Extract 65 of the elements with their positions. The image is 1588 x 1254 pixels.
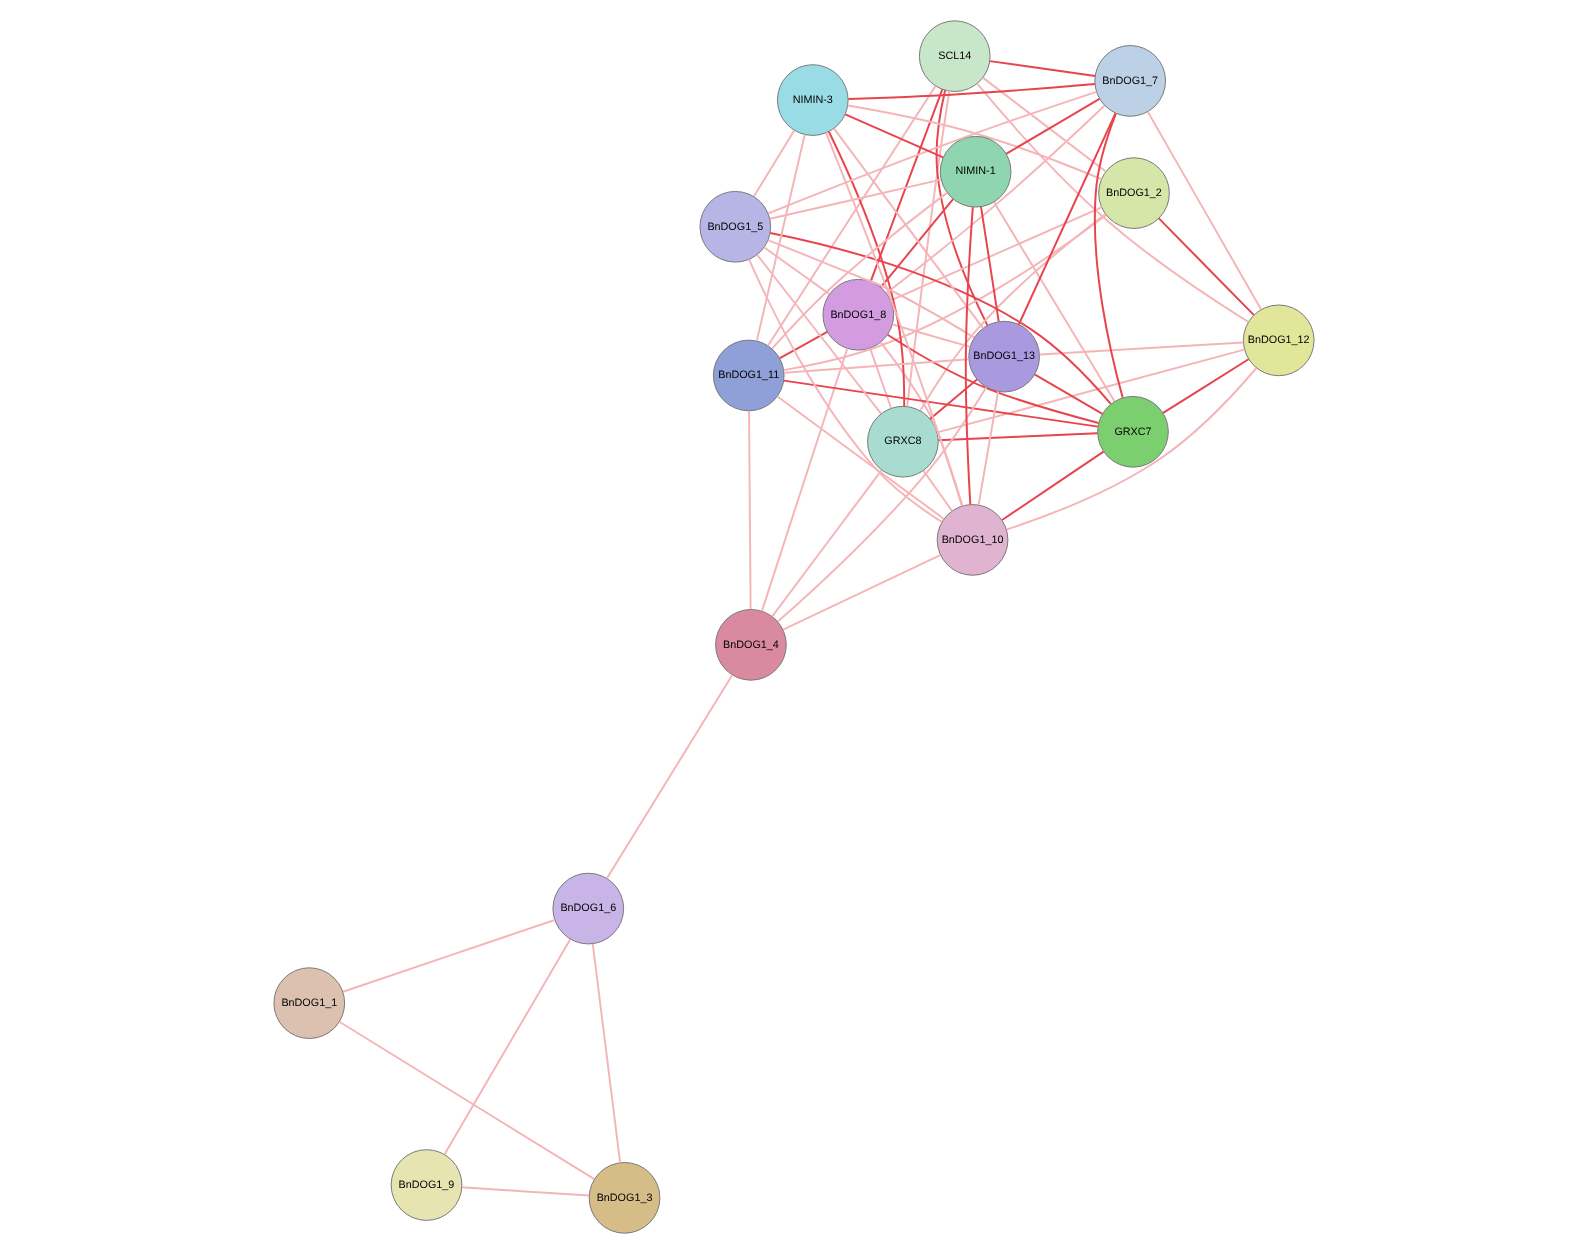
- connector: [771, 191, 948, 350]
- connector: [460, 1186, 591, 1197]
- connector: [982, 76, 1107, 173]
- connector: [825, 132, 964, 508]
- connector: [937, 432, 1099, 442]
- connector: [1005, 97, 1101, 155]
- connector: [886, 333, 1100, 424]
- connector: [964, 206, 974, 506]
- connector: [338, 1020, 596, 1181]
- connector: [929, 378, 978, 420]
- connector: [844, 113, 945, 159]
- connector: [782, 214, 1107, 372]
- connector: [879, 341, 964, 507]
- connector: [922, 469, 953, 512]
- connector: [782, 554, 942, 631]
- connector: [342, 919, 556, 993]
- connector: [755, 133, 806, 342]
- connector: [1005, 367, 1258, 531]
- connector: [443, 938, 572, 1156]
- connector: [936, 348, 1246, 434]
- connector: [1093, 112, 1124, 399]
- connector: [827, 130, 906, 408]
- connector: [935, 89, 989, 327]
- connector: [906, 90, 951, 408]
- connector: [767, 84, 937, 347]
- connector: [1157, 217, 1255, 316]
- connector: [763, 246, 831, 296]
- connector: [1034, 373, 1104, 415]
- connector: [760, 347, 849, 613]
- connector: [891, 323, 972, 348]
- connector: [606, 674, 734, 880]
- connector: [771, 469, 883, 618]
- connector: [976, 82, 1250, 323]
- connector: [748, 410, 752, 611]
- connector: [919, 213, 1107, 412]
- connector: [890, 206, 1103, 302]
- connector: [767, 90, 1098, 215]
- connector: [980, 205, 1000, 323]
- connector: [782, 379, 1099, 428]
- connector: [885, 104, 1106, 295]
- connector: [769, 231, 1112, 405]
- connector: [1038, 341, 1245, 356]
- connector: [778, 331, 829, 360]
- connector: [1146, 110, 1263, 311]
- connector: [591, 943, 622, 1164]
- connector: [993, 201, 1116, 403]
- connector: [869, 88, 944, 283]
- connector: [1162, 358, 1250, 414]
- connector: [1001, 450, 1105, 521]
- connector: [847, 83, 1096, 100]
- connector: [988, 60, 1097, 77]
- connector: [977, 390, 1000, 506]
- connector: [756, 253, 882, 415]
- connector: [776, 386, 988, 623]
- connector: [846, 104, 1103, 181]
- connector: [879, 198, 955, 289]
- connector: [748, 258, 943, 523]
- connector: [767, 239, 975, 339]
- connector: [753, 129, 796, 198]
- connector: [833, 127, 984, 330]
- connector: [1017, 112, 1117, 326]
- connector: [869, 347, 893, 410]
- connector: [769, 178, 942, 220]
- connector: [776, 395, 945, 520]
- connector: [783, 358, 970, 374]
